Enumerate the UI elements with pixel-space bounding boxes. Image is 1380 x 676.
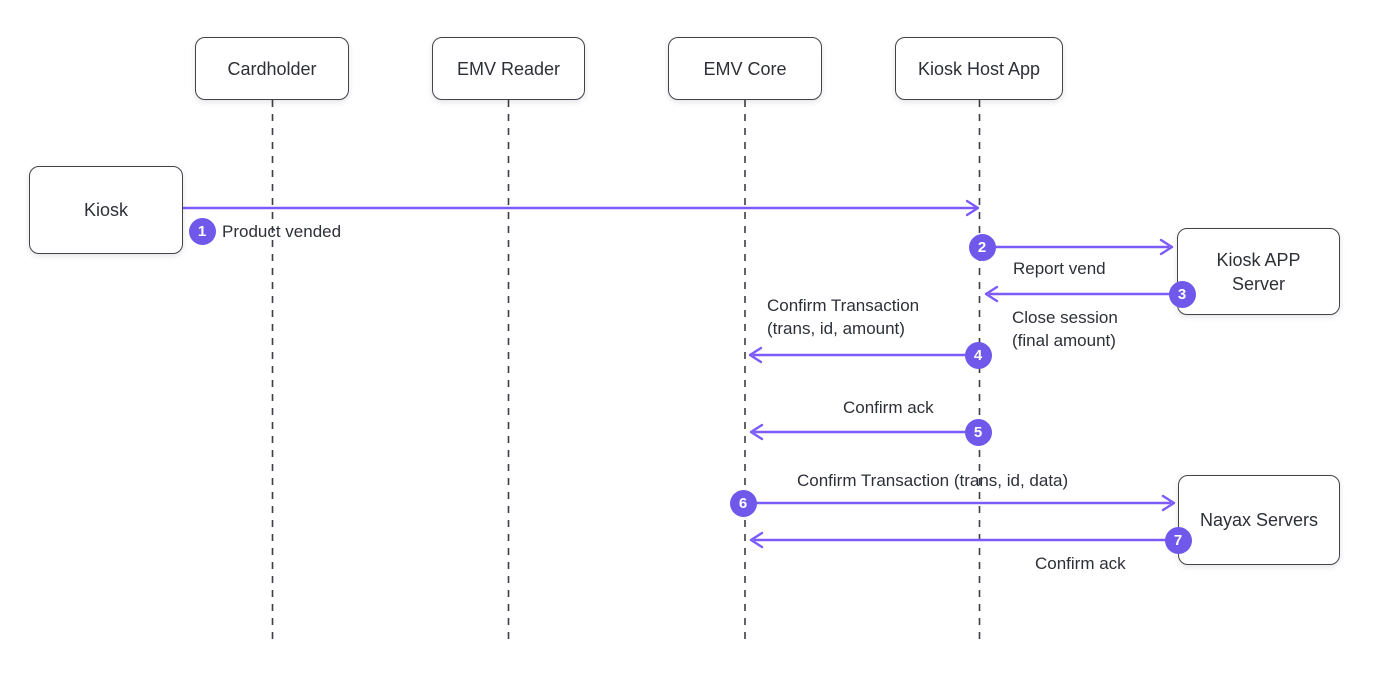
- kiosk-app-server-label: Kiosk APP Server: [1216, 249, 1301, 294]
- nayax-servers-box: Nayax Servers: [1178, 475, 1340, 565]
- message-label-confirm-transaction-amount: Confirm Transaction (trans, id, amount): [767, 294, 919, 340]
- kiosk-box-label: Kiosk: [83, 200, 128, 220]
- kiosk-box: Kiosk: [29, 166, 183, 254]
- step-badge-2: 2: [968, 233, 996, 261]
- participant-box-cardholder: Cardholder: [195, 37, 349, 100]
- arrow-confirm-ack-nayax: [749, 531, 1180, 549]
- arrow-confirm-transaction-amount: [748, 346, 980, 364]
- message-label-confirm-ack-core: Confirm ack: [843, 398, 934, 417]
- participant-label-cardholder: Cardholder: [227, 58, 317, 79]
- message-label-confirm-transaction-data: Confirm Transaction (trans, id, data): [797, 471, 1069, 490]
- lifelines: [271, 100, 981, 640]
- step-badge-1: 1: [188, 217, 216, 245]
- participant-label-emv-core: EMV Core: [703, 58, 787, 79]
- step-badge-4: 4: [964, 341, 992, 369]
- participant-box-emv-core: EMV Core: [668, 37, 822, 100]
- participant-label-emv-reader: EMV Reader: [456, 58, 561, 79]
- message-label-close-session-line2: (final amount): [1012, 331, 1116, 350]
- step-badge-5: 5: [964, 418, 992, 446]
- arrows: [181, 199, 1184, 549]
- nayax-servers-label: Nayax Servers: [1199, 510, 1319, 530]
- arrow-product-vended: [181, 199, 980, 217]
- step-badge-7: 7: [1164, 526, 1192, 554]
- message-label-report-vend: Report vend: [1013, 259, 1106, 278]
- participant-box-kiosk-host-app: Kiosk Host App: [895, 37, 1063, 100]
- message-label-confirm-transaction-amount-line1: Confirm Transaction: [767, 296, 920, 315]
- message-label-confirm-transaction-amount-line2: (trans, id, amount): [767, 319, 905, 338]
- arrow-confirm-transaction-data: [741, 494, 1176, 512]
- message-label-close-session-line1: Close session: [1012, 308, 1118, 327]
- message-label-product-vended: Product vended: [222, 222, 342, 241]
- arrow-report-vend: [980, 238, 1174, 256]
- participant-label-kiosk-host-app: Kiosk Host App: [917, 58, 1041, 79]
- step-badge-3: 3: [1168, 280, 1196, 308]
- participant-box-emv-reader: EMV Reader: [432, 37, 585, 100]
- arrow-close-session: [984, 285, 1184, 303]
- step-badge-6: 6: [729, 489, 757, 517]
- arrow-confirm-ack-core: [749, 423, 980, 441]
- kiosk-app-server-box: Kiosk APP Server: [1177, 228, 1340, 315]
- message-label-confirm-ack-nayax: Confirm ack: [1035, 554, 1126, 573]
- message-label-close-session: Close session (final amount): [1012, 306, 1118, 352]
